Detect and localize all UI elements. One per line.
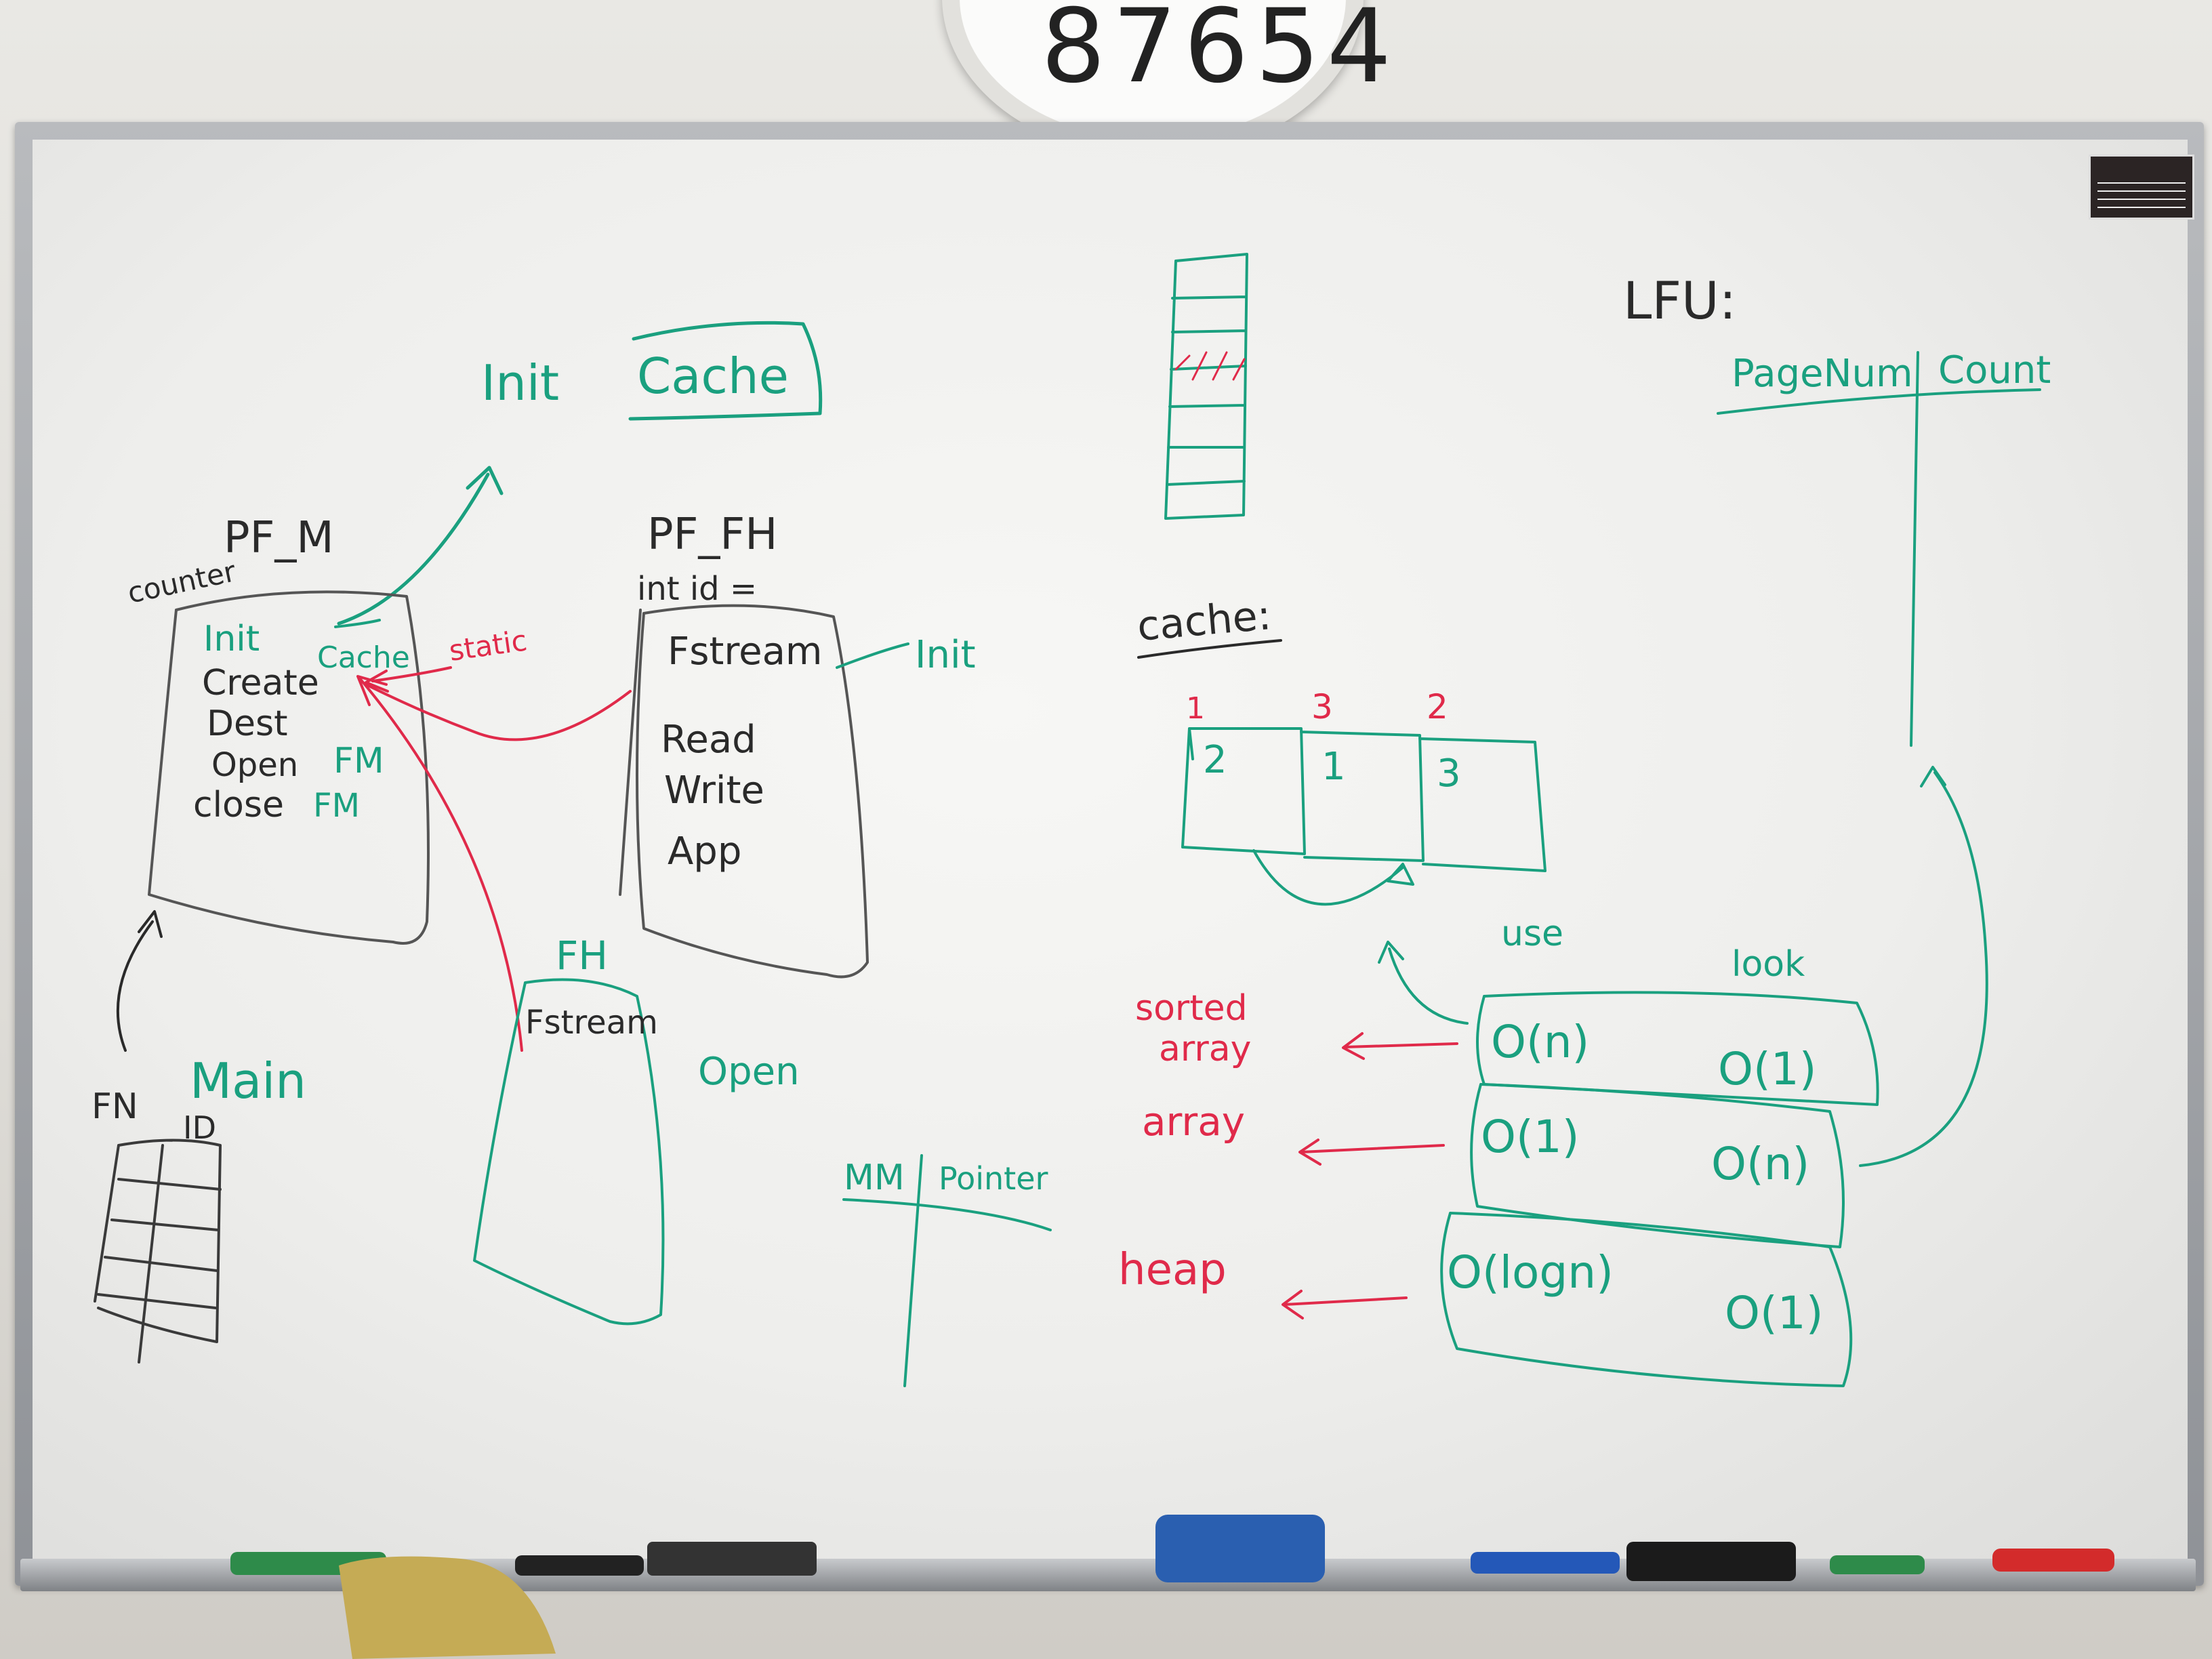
fn-label: FN (91, 1086, 138, 1127)
fstream-to-init-line (836, 642, 909, 669)
pf-m-fm-1: FM (333, 741, 384, 781)
row-1-structure: sorted (1135, 988, 1248, 1029)
cache-swap-arc (1252, 849, 1404, 906)
top-init-label: Init (481, 354, 559, 411)
static-arrow (371, 666, 452, 682)
pf-m-dest: Dest (207, 703, 288, 744)
cache-cell-3: 3 (1437, 752, 1461, 796)
pf-m-fm-2: FM (313, 787, 360, 825)
pf-fh-write: Write (664, 769, 764, 813)
pf-m-cache: Cache (317, 640, 410, 675)
main-to-pf-m-arrow (116, 920, 154, 1052)
eraser-cloth (339, 1556, 556, 1659)
row-1-structure-2: array (1159, 1029, 1251, 1069)
marker-green-2 (1830, 1555, 1925, 1574)
array-to-lfu-arrow (1859, 771, 1988, 1167)
lookup-header: look (1732, 944, 1805, 985)
page-stack-highlight (1174, 351, 1246, 381)
top-cache-label: Cache (637, 348, 789, 405)
pf-fh-fstream: Fstream (668, 630, 822, 674)
row-1-arrow (1344, 1042, 1458, 1048)
pf-m-close: close (193, 785, 284, 825)
arrow-to-init-cache (337, 472, 490, 626)
pf-fh-app: App (668, 830, 741, 874)
pf-m-create: Create (202, 663, 319, 703)
row-3-use: O(logn) (1447, 1246, 1614, 1298)
eraser-black (1626, 1542, 1796, 1581)
pf-m-label: PF_M (224, 513, 334, 563)
cache-top-label-3: 2 (1427, 687, 1448, 726)
red-arrow-from-fh (358, 676, 523, 1052)
fh-box (473, 978, 665, 1326)
lfu-table (1717, 351, 2041, 747)
row-3-arrow (1283, 1296, 1408, 1306)
cache-title: cache: (1135, 592, 1273, 651)
eraser (647, 1542, 817, 1576)
use-to-cache-arrow (1388, 947, 1469, 1025)
cache-top-label-1: 1 (1186, 691, 1205, 726)
pointer-label: Pointer (939, 1160, 1048, 1197)
use-header: use (1501, 914, 1563, 954)
red-arrow-from-pf-fh (365, 683, 632, 741)
pf-m-box (148, 590, 430, 945)
complexity-row-3-box (1440, 1212, 1853, 1387)
lfu-col-count: Count (1938, 348, 2051, 392)
cache-top-label-2: 3 (1311, 687, 1333, 726)
row-2-arrow (1300, 1144, 1445, 1153)
lfu-col-pagenum: PageNum (1732, 352, 1913, 396)
init-cache-box (628, 321, 823, 421)
row-1-use: O(n) (1491, 1016, 1589, 1068)
cache-cell-1: 2 (1203, 738, 1227, 782)
int-id-label: int id = (637, 570, 757, 608)
row-3-lookup: O(1) (1725, 1287, 1823, 1339)
mm-label: MM (844, 1158, 905, 1198)
complexity-row-2-box (1470, 1083, 1845, 1248)
pf-m-open: Open (211, 746, 298, 784)
whiteboard (33, 140, 2188, 1559)
brand-sticker (2089, 155, 2194, 220)
row-2-use: O(1) (1481, 1111, 1579, 1163)
cache-cells (1181, 727, 1547, 872)
page-stack (1164, 253, 1248, 520)
marker-blue (1471, 1552, 1620, 1574)
spray-bottle (1155, 1515, 1325, 1582)
cache-cell-2: 1 (1322, 745, 1346, 789)
pf-fh-label: PF_FH (647, 510, 777, 560)
pf-m-init: Init (203, 619, 260, 659)
pf-fh-init: Init (915, 633, 976, 677)
darts (1992, 1549, 2114, 1572)
mm-pointer-table (842, 1154, 1052, 1387)
fn-id-table (94, 1139, 222, 1364)
fh-label: FH (556, 933, 608, 979)
main-label: Main (190, 1052, 306, 1109)
pf-fh-read: Read (661, 718, 756, 762)
row-1-lookup: O(1) (1718, 1043, 1816, 1095)
row-3-structure: heap (1118, 1245, 1227, 1295)
marker-black (515, 1555, 644, 1576)
lfu-title: LFU: (1623, 270, 1736, 331)
fh-open: Open (698, 1050, 800, 1094)
row-2-structure: array (1142, 1099, 1245, 1145)
fh-fstream: Fstream (525, 1004, 658, 1042)
row-2-lookup: O(n) (1711, 1138, 1809, 1190)
pf-fh-box (636, 604, 869, 979)
